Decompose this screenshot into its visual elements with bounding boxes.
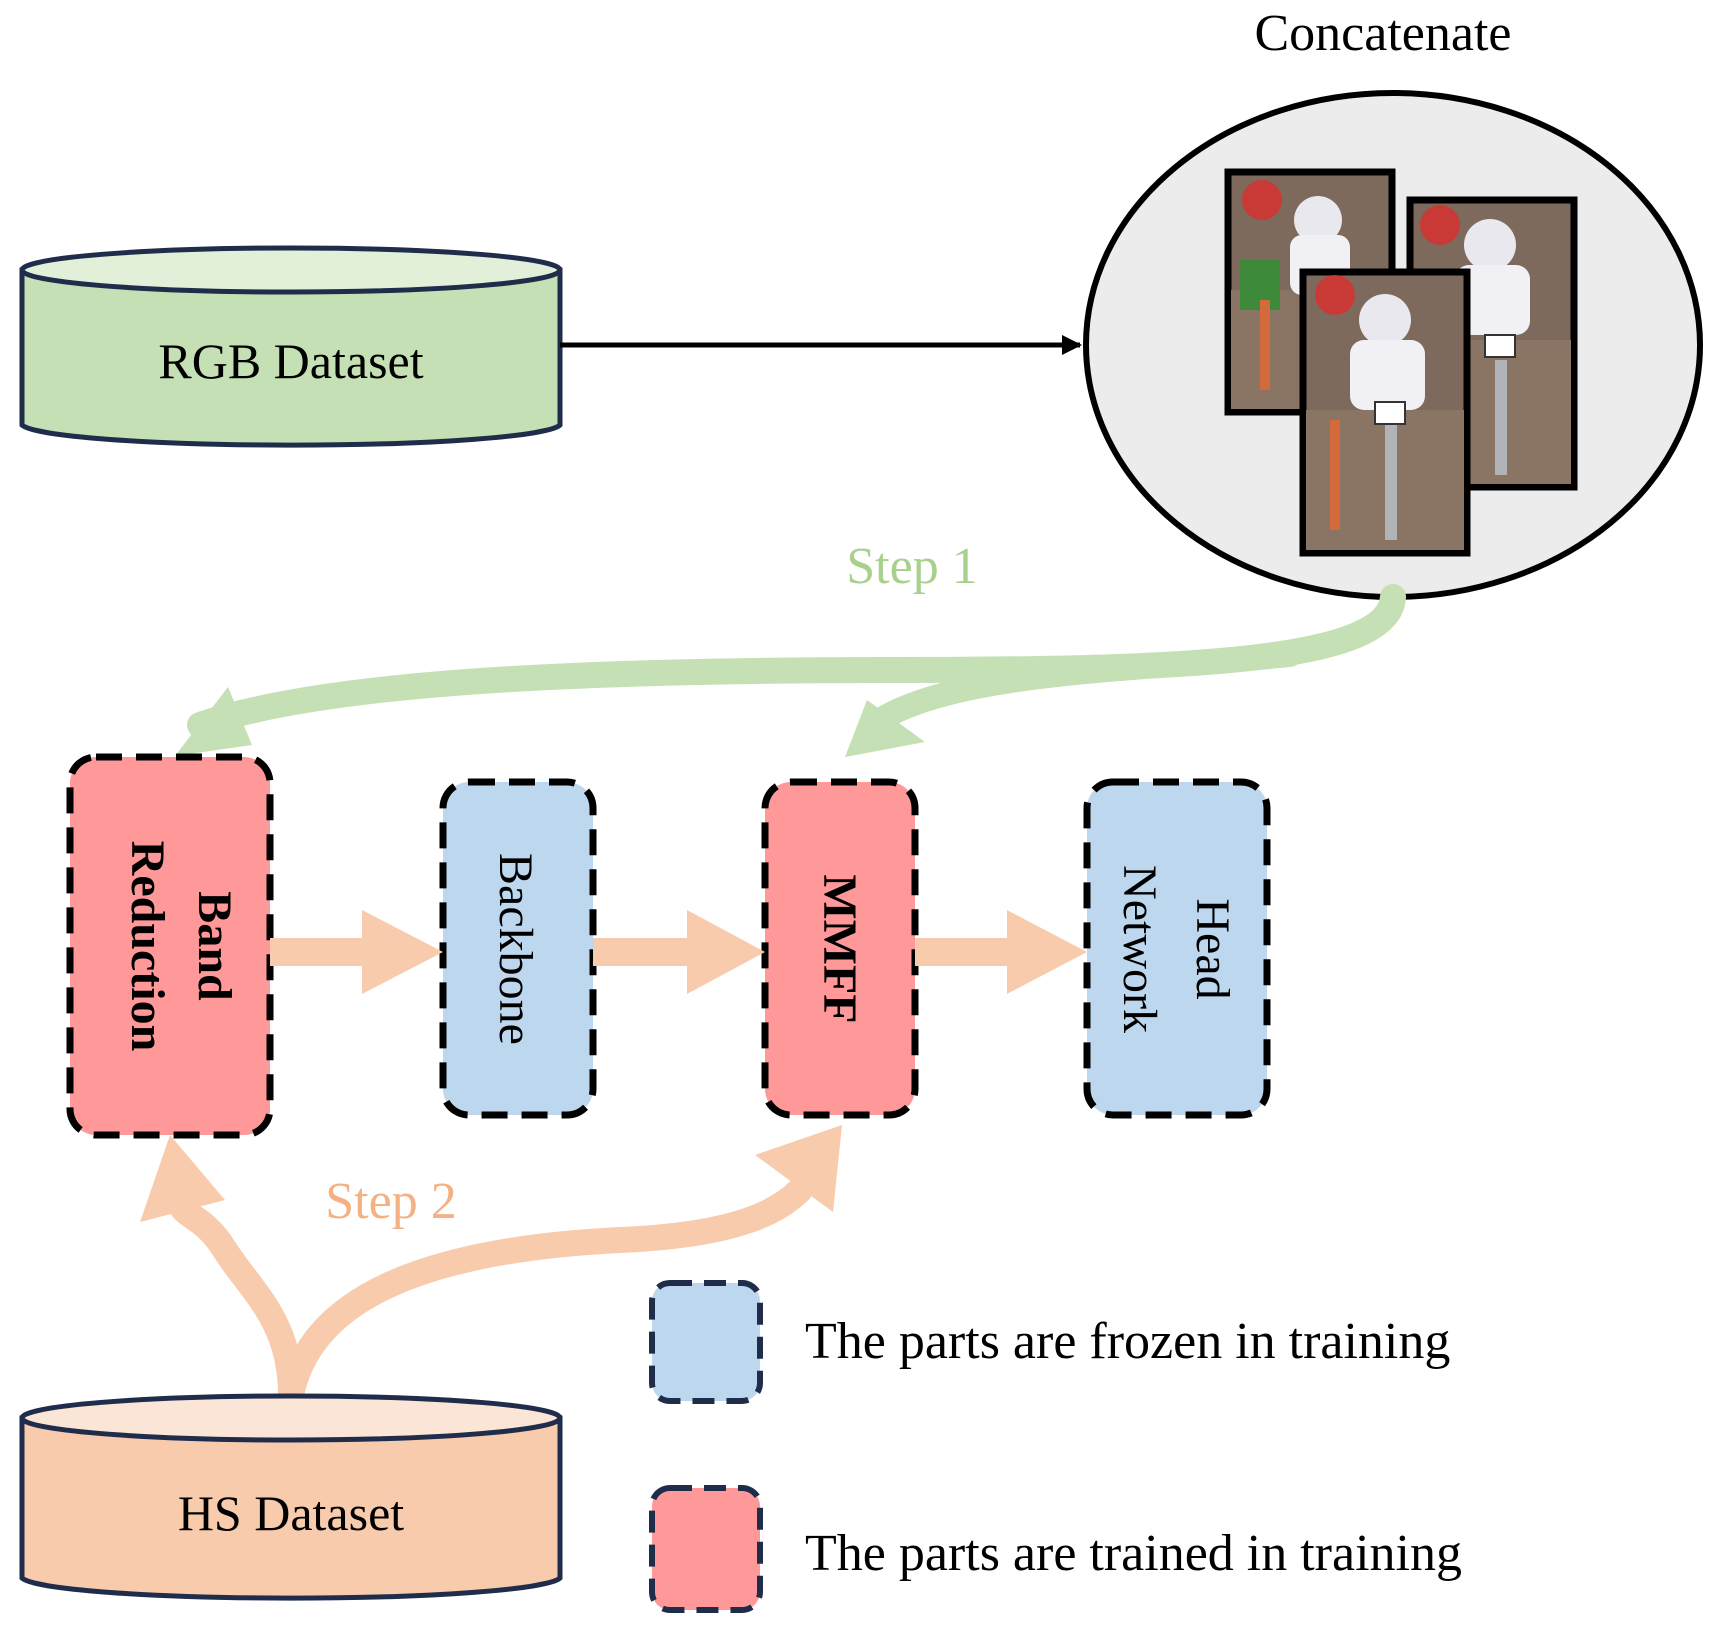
head-network-label-line1: Head <box>1186 898 1239 999</box>
step2-arrows <box>140 1125 842 1408</box>
mmff-label: MMFF <box>813 874 866 1023</box>
backbone-label: Backbone <box>489 853 542 1045</box>
legend-frozen-label: The parts are frozen in training <box>805 1313 1450 1370</box>
hs-dataset-cylinder: HS Dataset <box>19 1393 563 1601</box>
rgb-dataset-label: RGB Dataset <box>158 333 423 389</box>
cyclist-image-frame-2 <box>1299 268 1471 557</box>
band-reduction-module: Band Reduction <box>66 753 274 1139</box>
step1-arrows <box>175 584 1406 757</box>
step2-label: Step 2 <box>325 1173 456 1230</box>
rgb-dataset-cylinder: RGB Dataset <box>19 245 563 448</box>
step1-label: Step 1 <box>846 538 977 595</box>
legend-frozen-swatch <box>649 1280 763 1404</box>
concatenate-ellipse <box>1083 90 1703 600</box>
legend-trained-swatch <box>649 1485 763 1613</box>
head-network-label-line2: Network <box>1113 865 1166 1033</box>
band-reduction-label-line1: Band <box>188 891 241 1001</box>
concatenate-title: Concatenate <box>1255 5 1512 62</box>
head-network-module: Head Network <box>1083 778 1271 1119</box>
band-reduction-label-line2: Reduction <box>121 841 174 1052</box>
backbone-module: Backbone <box>439 778 597 1119</box>
hs-dataset-label: HS Dataset <box>178 1485 404 1541</box>
module-flow-arrows <box>270 910 1087 994</box>
legend-trained-label: The parts are trained in training <box>805 1525 1462 1582</box>
mmff-module: MMFF <box>761 778 919 1119</box>
legend: The parts are frozen in training The par… <box>649 1280 1462 1613</box>
